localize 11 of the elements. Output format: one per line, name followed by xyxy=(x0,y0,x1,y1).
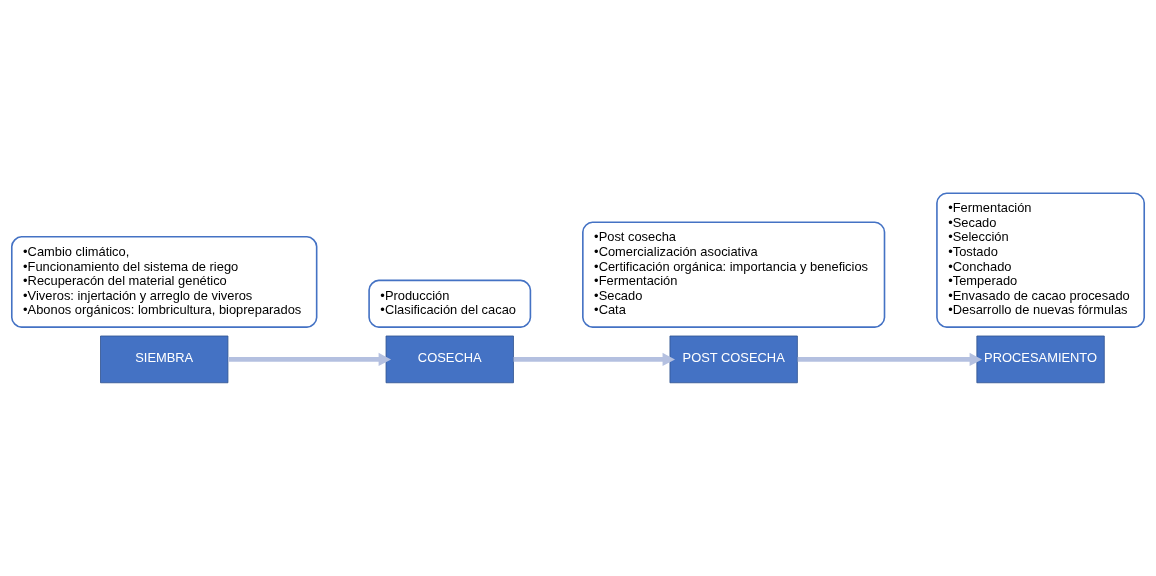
node-box: SIEMBRA xyxy=(100,335,229,384)
arrow xyxy=(797,352,983,366)
node-box: COSECHA xyxy=(385,335,514,384)
arrow xyxy=(228,352,392,366)
node-box: •Post cosecha •Comercialización asociativa •Certificación orgánica: importancia y beneficios •Fermentación •Secado •Cata xyxy=(582,221,886,328)
node-box: •Producción •Clasificación del cacao xyxy=(368,279,532,328)
node-box: •Cambio climático, •Funcionamiento del sistema de riego •Recuperacón del material genético •Viveros: injertación y arreglo de viveros •Abonos orgánicos: lombricultura, biopreparados xyxy=(10,235,318,328)
node-box: •Fermentación •Secado •Selección •Tostado •Conchado •Temperado •Envasado de cacao procesado •Desarrollo de nuevas fórmulas xyxy=(936,192,1146,328)
arrow xyxy=(513,352,675,366)
node-box: PROCESAMIENTO xyxy=(976,335,1105,384)
node-box: POST COSECHA xyxy=(669,335,798,384)
